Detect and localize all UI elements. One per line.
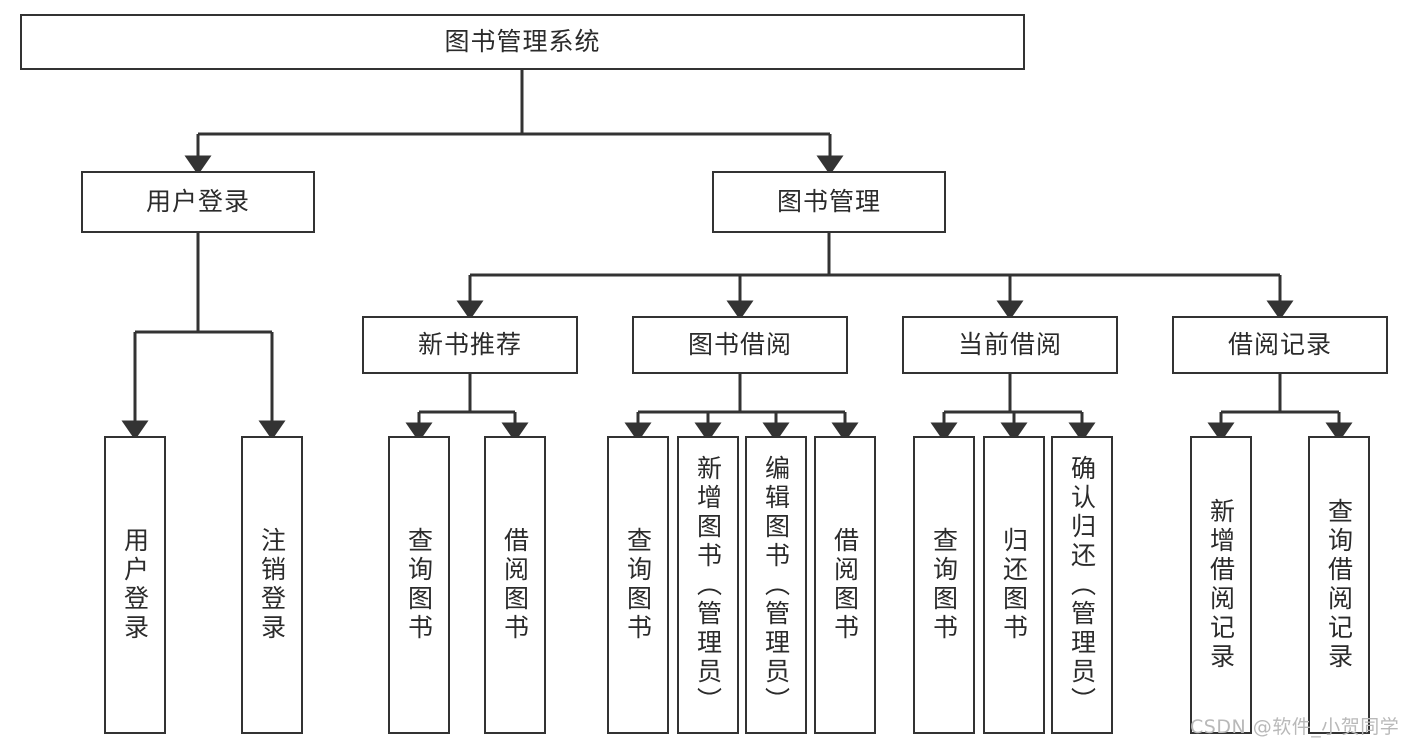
node-book-borrow[interactable]: 图书借阅 [632,316,848,374]
leaf-query-book-borrow[interactable]: 查询图书 [607,436,669,734]
leaf-borrow-book-recommend[interactable]: 借阅图书 [484,436,546,734]
leaf-user-login-label: 用户登录 [120,527,150,643]
node-user-login-label: 用户登录 [145,187,250,216]
node-borrow-record-label: 借阅记录 [1227,330,1332,359]
node-current-borrow[interactable]: 当前借阅 [902,316,1118,374]
leaf-user-logout[interactable]: 注销登录 [241,436,303,734]
leaf-query-book-current-label: 查询图书 [929,527,959,643]
leaf-confirm-return-admin-label: 确认归还（管理员） [1067,454,1097,716]
leaf-confirm-return-admin[interactable]: 确认归还（管理员） [1051,436,1113,734]
leaf-add-borrow-record[interactable]: 新增借阅记录 [1190,436,1252,734]
leaf-add-book-admin-label: 新增图书（管理员） [693,454,723,716]
leaf-query-borrow-record-label: 查询借阅记录 [1324,498,1354,672]
node-book-borrow-label: 图书借阅 [687,330,792,359]
node-book-management[interactable]: 图书管理 [712,171,946,233]
leaf-query-book-borrow-label: 查询图书 [623,527,653,643]
node-root[interactable]: 图书管理系统 [20,14,1025,70]
leaf-add-book-admin[interactable]: 新增图书（管理员） [677,436,739,734]
node-new-book-recommend-label: 新书推荐 [417,330,522,359]
leaf-return-book-label: 归还图书 [999,527,1029,643]
leaf-query-book-recommend[interactable]: 查询图书 [388,436,450,734]
leaf-borrow-book-label: 借阅图书 [830,527,860,643]
node-current-borrow-label: 当前借阅 [957,330,1062,359]
leaf-edit-book-admin-label: 编辑图书（管理员） [761,454,791,716]
leaf-user-logout-label: 注销登录 [257,527,287,643]
node-new-book-recommend[interactable]: 新书推荐 [362,316,578,374]
leaf-user-login[interactable]: 用户登录 [104,436,166,734]
leaf-edit-book-admin[interactable]: 编辑图书（管理员） [745,436,807,734]
node-borrow-record[interactable]: 借阅记录 [1172,316,1388,374]
leaf-borrow-book-recommend-label: 借阅图书 [500,527,530,643]
leaf-query-borrow-record[interactable]: 查询借阅记录 [1308,436,1370,734]
node-user-login[interactable]: 用户登录 [81,171,315,233]
node-root-label: 图书管理系统 [444,27,601,56]
node-book-management-label: 图书管理 [776,187,881,216]
watermark: CSDN @软件_小贺同学 [1190,716,1400,738]
leaf-query-book-recommend-label: 查询图书 [404,527,434,643]
leaf-add-borrow-record-label: 新增借阅记录 [1206,498,1236,672]
leaf-return-book[interactable]: 归还图书 [983,436,1045,734]
leaf-query-book-current[interactable]: 查询图书 [913,436,975,734]
leaf-borrow-book[interactable]: 借阅图书 [814,436,876,734]
